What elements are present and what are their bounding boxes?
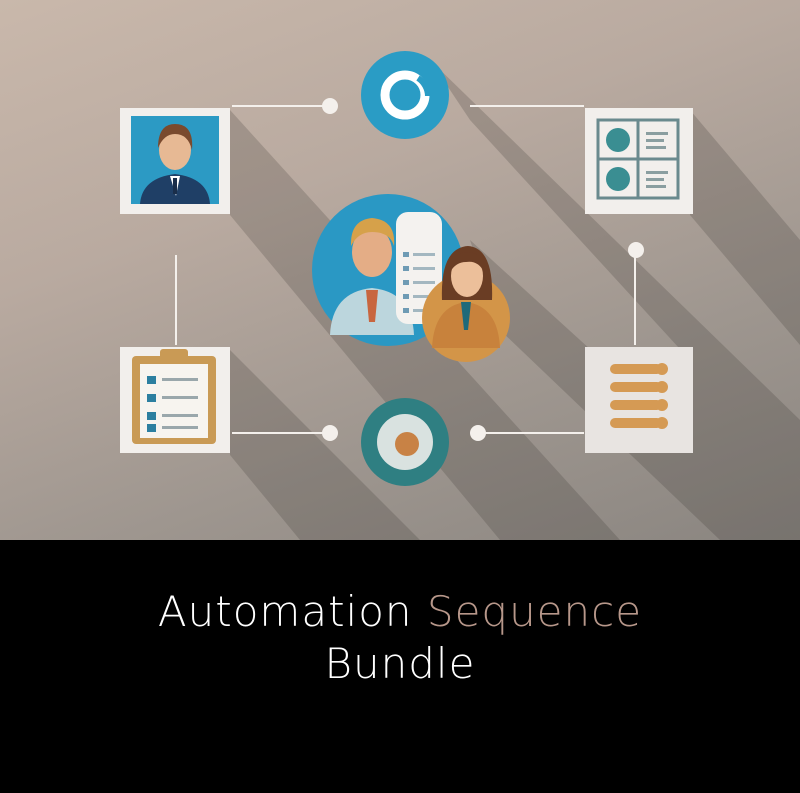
drop-shadows [230,60,800,540]
chart-dashboard-icon [585,108,693,214]
target-ring-icon [361,51,449,139]
connector-dots [322,98,644,441]
businessman-avatar-icon [120,108,230,214]
hero-illustration [0,0,800,540]
title-line-1: Automation Sequence [0,586,800,638]
target-dot-icon [361,398,449,486]
automation-diagram [120,51,800,540]
bullet-list-icon [585,347,693,453]
team-people-icon [312,194,510,362]
title-banner: Automation Sequence Bundle [0,540,800,793]
connector-lines [175,105,636,434]
title-word-automation: Automation [157,587,413,636]
title-line-2: Bundle [324,639,476,688]
title-word-sequence: Sequence [426,587,643,636]
clipboard-checklist-icon [120,347,230,453]
